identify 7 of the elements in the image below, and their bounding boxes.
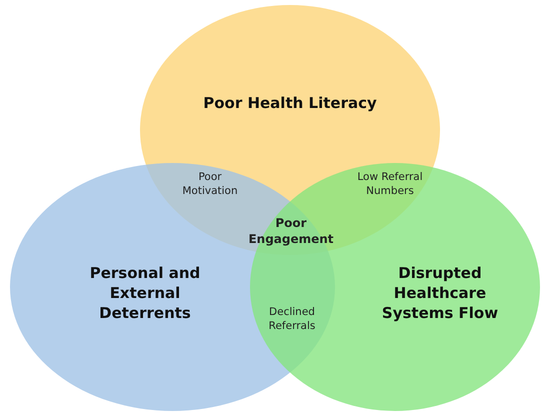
overlap-label: Low Referral Numbers bbox=[356, 170, 424, 198]
circle-label: Poor Health Literacy bbox=[202, 93, 378, 113]
overlap-label: Declined Referrals bbox=[268, 305, 316, 333]
overlap-label: Poor Engagement bbox=[247, 215, 335, 247]
overlap-label: Poor Motivation bbox=[181, 170, 239, 198]
circle-label: Personal and External Deterrents bbox=[88, 263, 202, 323]
circle-label: Disrupted Healthcare Systems Flow bbox=[380, 263, 500, 323]
